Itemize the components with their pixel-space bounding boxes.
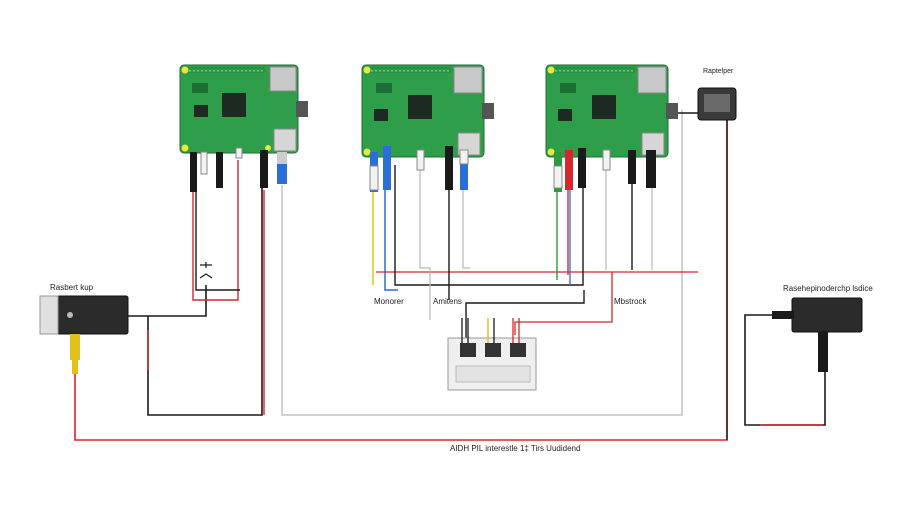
- left-power-box: [39, 295, 129, 374]
- top-right-adapter: [697, 87, 737, 121]
- wire-black-right-device: [744, 314, 826, 426]
- wire-grey-board2-b: [462, 170, 470, 269]
- raspberry-pi-board-2: [361, 64, 494, 158]
- board3-connectors: [553, 148, 656, 192]
- wire-red-board1-a: [192, 160, 239, 301]
- wire-grey-board2-a: [419, 170, 431, 320]
- bottom-bus-label: AIDH PIL interestle 1‡ Tirs Uudidend: [450, 444, 581, 453]
- junction-arrow: [199, 262, 213, 279]
- switch-module: [447, 318, 537, 391]
- wire-black-board1-loop: [147, 175, 263, 416]
- left-device-label: Rasbert kup: [50, 283, 94, 292]
- monitor-label: Monorer: [374, 297, 404, 306]
- wire-black-left-box-to-board1: [128, 285, 207, 317]
- network-label: Mbstrock: [614, 297, 647, 306]
- right-device-label: Rasehepinoderchp lsdice: [783, 284, 873, 293]
- wire-black-board2-a: [394, 160, 584, 286]
- antennas-label: Amitens: [433, 297, 462, 306]
- board2-connectors: [369, 146, 469, 192]
- raspberry-pi-board-3: [545, 64, 678, 158]
- top-right-device-label: Raptelper: [703, 68, 734, 75]
- board1-connectors: [190, 147, 287, 192]
- wire-black-to-switch-1: [465, 290, 585, 340]
- wire-red-to-switch: [514, 272, 613, 335]
- wire-blue-board2: [384, 165, 398, 291]
- wire-black-board1-b: [195, 190, 240, 291]
- bus-wire-grey-main: [281, 110, 683, 416]
- raspberry-pi-board-1: [179, 64, 308, 154]
- right-power-adapter: [772, 297, 863, 372]
